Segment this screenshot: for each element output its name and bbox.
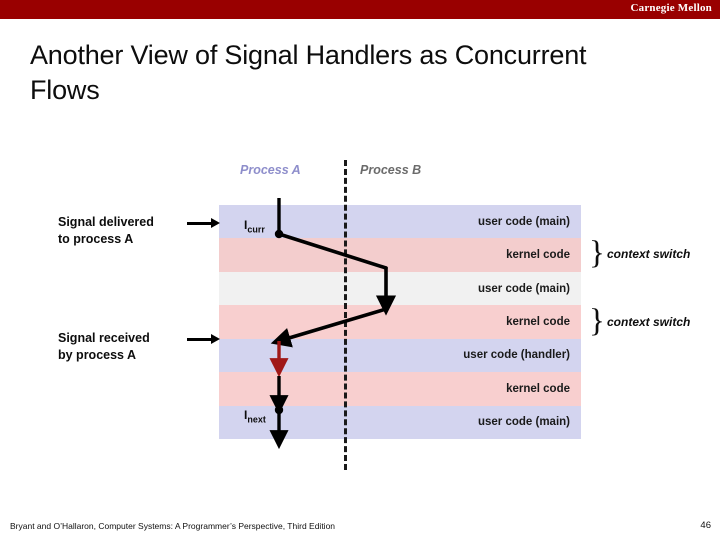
callout-line-1: Signal delivered (58, 215, 154, 229)
callout-line-2: by process A (58, 347, 137, 362)
band-row: kernel code (219, 238, 581, 272)
i-next-subscript: next (247, 414, 266, 425)
context-switch-label: context switch (607, 315, 691, 329)
context-switch-label: context switch (607, 247, 691, 261)
callout-arrow-delivered (187, 218, 220, 228)
curly-brace-icon: } (589, 303, 605, 339)
i-curr-base: I (244, 218, 248, 232)
page-title: Another View of Signal Handlers as Concu… (30, 40, 587, 105)
i-curr-subscript: curr (247, 224, 265, 235)
callout-arrow-received (187, 334, 220, 344)
i-next-label: Inext (244, 408, 266, 424)
curly-brace-icon: } (589, 235, 605, 271)
band-label: user code (main) (477, 215, 570, 228)
column-header-process-a: Process A (240, 163, 301, 177)
callout-line-1: Signal received (58, 331, 150, 345)
i-next-base: I (244, 408, 248, 422)
process-divider-dashed-line (344, 160, 347, 470)
i-curr-label: Icurr (244, 218, 265, 234)
band-label: kernel code (506, 249, 570, 262)
footer-citation: Bryant and O’Hallaron, Computer Systems:… (10, 521, 336, 531)
callout-line-2: to process A (58, 231, 134, 246)
band-label: user code (main) (477, 282, 570, 295)
callout-signal-delivered: Signal delivered to process A (58, 214, 154, 248)
band-label: kernel code (506, 382, 570, 395)
band-row: user code (main) (219, 271, 581, 306)
band-label: user code (main) (477, 416, 570, 429)
top-banner: Carnegie Mellon (0, 0, 720, 19)
band-label: user code (handler) (463, 349, 570, 362)
footer-page-number: 46 (700, 520, 711, 531)
callout-signal-received: Signal received by process A (58, 330, 150, 364)
column-header-process-b: Process B (360, 163, 422, 177)
carnegie-mellon-wordmark: Carnegie Mellon (630, 2, 712, 14)
band-label: kernel code (506, 315, 570, 328)
